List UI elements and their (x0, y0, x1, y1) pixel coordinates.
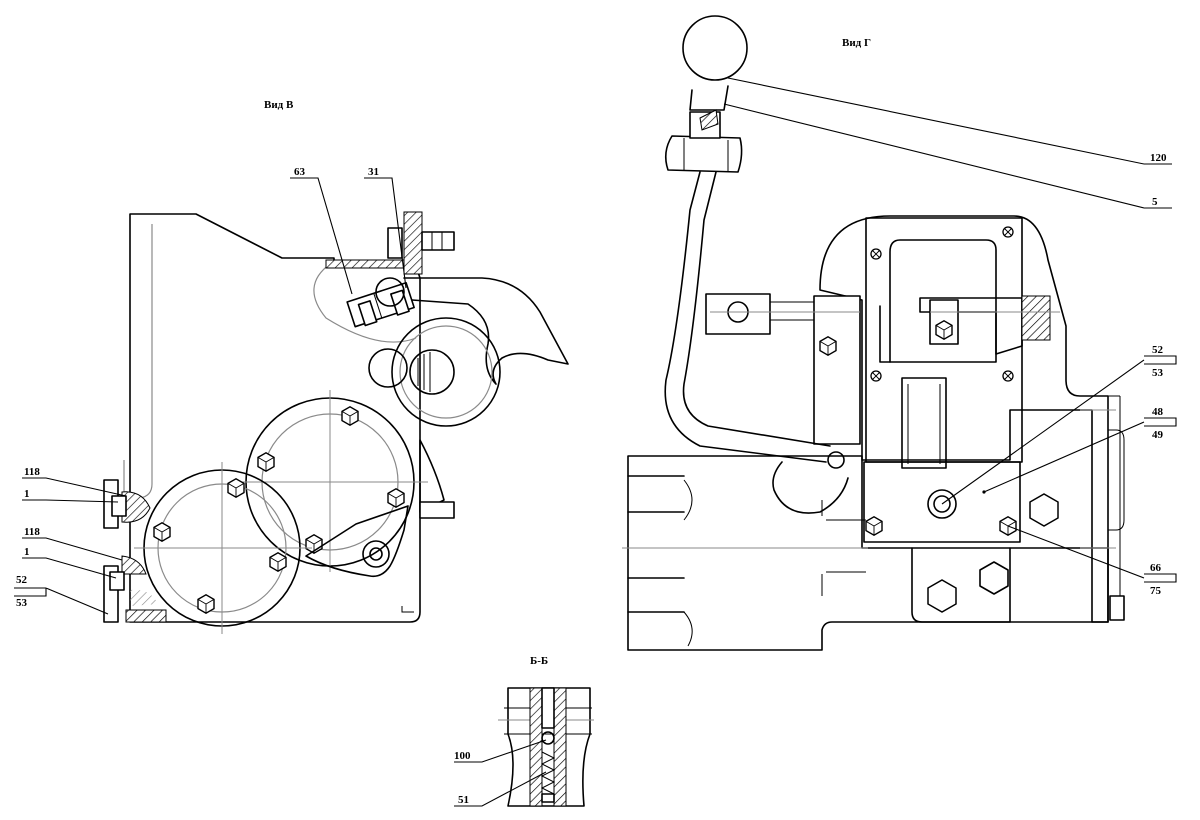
leader-lines (14, 77, 1177, 807)
callout-53-left: 53 (16, 597, 28, 609)
section-bb-title: Б-Б (530, 655, 548, 667)
callout-52-right: 52 (1152, 344, 1164, 356)
callout-51: 51 (458, 794, 469, 806)
view-v-drawing (103, 211, 569, 634)
callout-5: 5 (1152, 196, 1158, 208)
callout-100: 100 (454, 750, 471, 762)
callout-52-left: 52 (16, 574, 28, 586)
callout-53-right: 53 (1152, 367, 1164, 379)
section-bb-drawing (498, 687, 594, 807)
callout-75: 75 (1150, 585, 1162, 597)
view-v-title: Вид В (264, 99, 294, 111)
callout-1-upper: 1 (24, 488, 30, 500)
view-g-title: Вид Г (842, 37, 871, 49)
view-g-drawing (622, 15, 1125, 651)
callout-120: 120 (1150, 152, 1167, 164)
callout-48: 48 (1152, 406, 1164, 418)
callout-66: 66 (1150, 562, 1162, 574)
callout-1-lower: 1 (24, 546, 30, 558)
callout-118-upper: 118 (24, 466, 40, 478)
callout-63: 63 (294, 166, 306, 178)
callout-118-lower: 118 (24, 526, 40, 538)
callout-31: 31 (368, 166, 379, 178)
callout-49: 49 (1152, 429, 1164, 441)
